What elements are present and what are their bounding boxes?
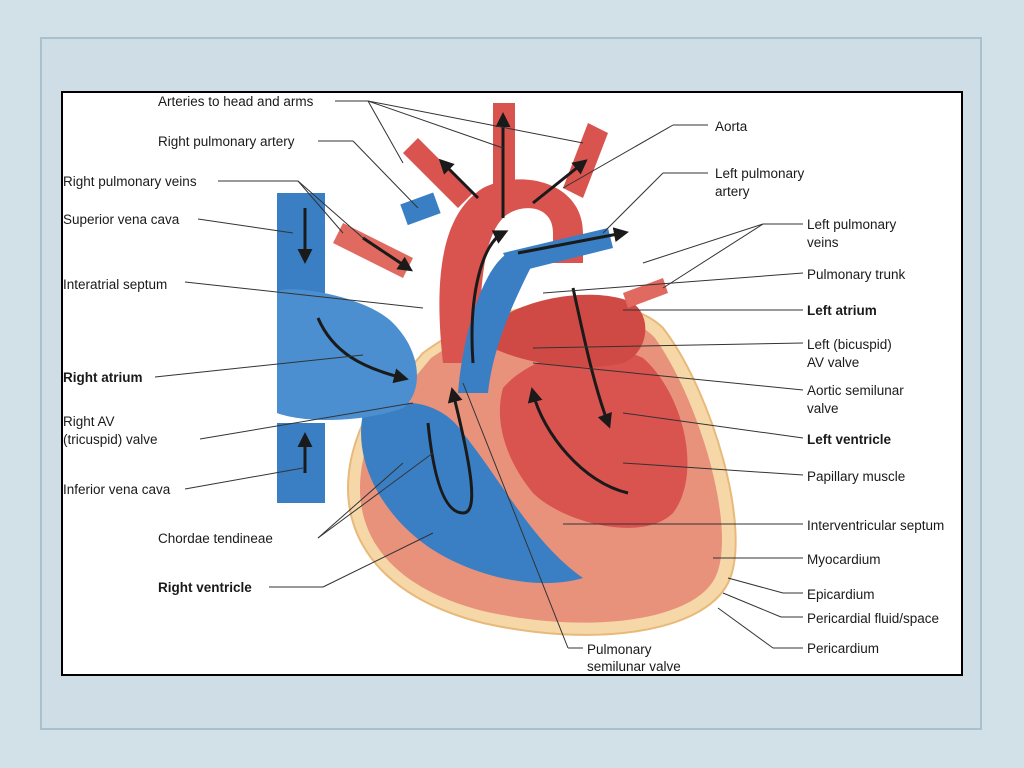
inferior-vena-cava — [277, 423, 325, 503]
label-chordae-tendineae: Chordae tendineae — [158, 530, 273, 547]
label-aorta: Aorta — [715, 118, 747, 135]
label-arteries-head-arms: Arteries to head and arms — [158, 93, 313, 110]
label-inferior-vena-cava: Inferior vena cava — [63, 481, 170, 498]
label-left-av-valve-line1: Left (bicuspid) — [807, 336, 892, 353]
label-left-pulmonary-artery-line2: artery — [715, 183, 750, 200]
label-pulmonary-trunk: Pulmonary trunk — [807, 266, 905, 283]
label-pericardium: Pericardium — [807, 640, 879, 657]
label-interventricular-septum: Interventricular septum — [807, 517, 944, 534]
left-pulmonary-veins-shape — [623, 278, 668, 308]
label-left-av-valve-line2: AV valve — [807, 354, 859, 371]
label-pulmonary-valve-line1: Pulmonary — [587, 641, 652, 658]
left-atrium-shape — [493, 295, 645, 367]
label-left-atrium: Left atrium — [807, 302, 877, 319]
label-right-pulmonary-artery: Right pulmonary artery — [158, 133, 295, 150]
label-pulmonary-valve-line2: semilunar valve — [587, 658, 681, 675]
label-aortic-valve-line1: Aortic semilunar — [807, 382, 904, 399]
label-right-atrium: Right atrium — [63, 369, 143, 386]
label-superior-vena-cava: Superior vena cava — [63, 211, 179, 228]
label-left-ventricle: Left ventricle — [807, 431, 891, 448]
label-myocardium: Myocardium — [807, 551, 881, 568]
label-interatrial-septum: Interatrial septum — [63, 276, 167, 293]
label-aortic-valve-line2: valve — [807, 400, 839, 417]
label-pericardial-fluid: Pericardial fluid/space — [807, 610, 939, 627]
label-right-ventricle: Right ventricle — [158, 579, 252, 596]
label-papillary-muscle: Papillary muscle — [807, 468, 905, 485]
label-right-av-valve-line1: Right AV — [63, 413, 115, 430]
artery-to-head-3 — [403, 138, 473, 208]
right-pulmonary-artery-shape — [400, 193, 440, 226]
label-epicardium: Epicardium — [807, 586, 875, 603]
artery-to-head-2 — [563, 123, 608, 198]
label-left-pulmonary-veins-line2: veins — [807, 234, 839, 251]
label-right-av-valve-line2: (tricuspid) valve — [63, 431, 158, 448]
label-right-pulmonary-veins: Right pulmonary veins — [63, 173, 197, 190]
label-left-pulmonary-artery-line1: Left pulmonary — [715, 165, 804, 182]
label-left-pulmonary-veins-line1: Left pulmonary — [807, 216, 896, 233]
heart-diagram: Arteries to head and arms Right pulmonar… — [61, 91, 963, 676]
right-pulmonary-veins-shape — [333, 223, 413, 278]
